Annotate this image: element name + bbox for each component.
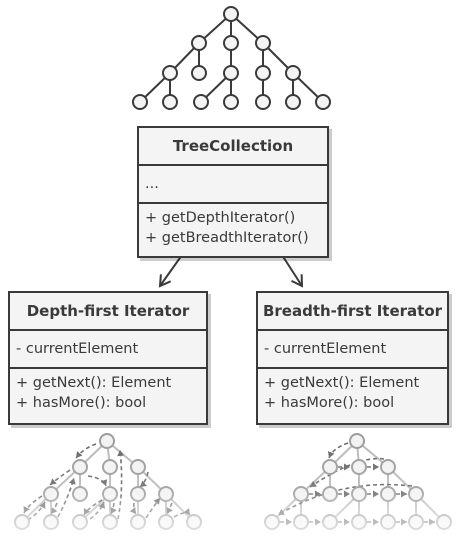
method-row: + hasMore(): bool [264, 395, 395, 411]
attribute-row: - currentElement [16, 341, 139, 357]
method-row: + getNext(): Element [264, 375, 420, 391]
attribute-row: ... [145, 176, 159, 192]
methods-section: + getNext(): Element + hasMore(): bool [10, 367, 206, 423]
methods-section: + getNext(): Element + hasMore(): bool [258, 367, 447, 423]
depth-first-iterator-class: Depth-first Iterator - currentElement + … [8, 291, 208, 425]
class-title: Breadth-first Iterator [262, 302, 443, 320]
method-row: + getNext(): Element [16, 375, 172, 391]
method-row: + getDepthIterator() [145, 210, 296, 226]
methods-section: + getDepthIterator() + getBreadthIterato… [139, 202, 327, 256]
breadth-first-iterator-class: Breadth-first Iterator - currentElement … [256, 291, 449, 425]
method-row: + getBreadthIterator() [145, 230, 309, 246]
arrow-to-breadth-iterator [281, 254, 304, 288]
tree-structure-illustration [132, 6, 331, 110]
association-arrows [158, 254, 304, 288]
attribute-row: - currentElement [264, 341, 387, 357]
attributes-section: - currentElement [10, 329, 206, 367]
class-title: Depth-first Iterator [26, 302, 190, 320]
tree-collection-class: TreeCollection ... + getDepthIterator() … [137, 126, 329, 258]
fade-overlay [0, 425, 457, 543]
method-row: + hasMore(): bool [16, 395, 147, 411]
arrow-to-depth-iterator [158, 254, 183, 288]
class-title: TreeCollection [172, 137, 294, 155]
attributes-section: ... [139, 164, 327, 202]
attributes-section: - currentElement [258, 329, 447, 367]
